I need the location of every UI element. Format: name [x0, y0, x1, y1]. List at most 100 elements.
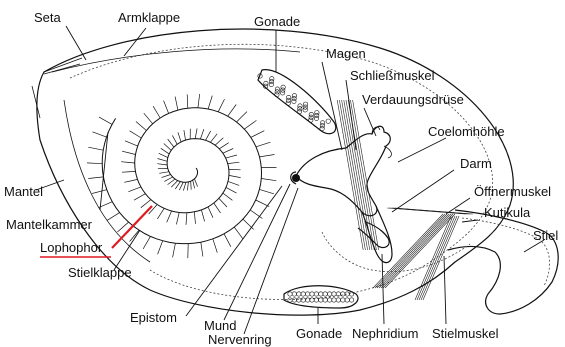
lophophor-tentacle [164, 177, 172, 181]
label-lophophor: Lophophor [40, 240, 103, 255]
lophophor-tentacle [201, 242, 203, 256]
lophophor-tentacle [228, 105, 237, 117]
lophophor-tentacle [215, 138, 223, 145]
stalk [448, 210, 558, 314]
lophophor-spiral-axis [102, 108, 261, 244]
mouth-dot [292, 174, 300, 182]
lophophor-tentacle [210, 134, 217, 143]
lophophor-tentacle [99, 117, 112, 124]
lophophor-tentacle [157, 208, 164, 219]
gonad-bottom-dot [349, 292, 353, 296]
lophophor-tentacle [179, 182, 183, 190]
lophophor-tentacle [124, 179, 137, 182]
label-gonade-bottom: Gonade [296, 326, 342, 341]
labels: Seta Armklappe Gonade Magen Schließmuske… [4, 10, 558, 347]
gonad-bottom-dot [314, 298, 318, 302]
leader-schliessmuskel [346, 80, 356, 150]
label-armklappe: Armklappe [118, 10, 180, 25]
lophophor-tentacle [178, 132, 181, 142]
lophophor-tentacle [195, 128, 197, 138]
gonad-bottom-dot [336, 298, 340, 302]
lophophor-tentacle [260, 155, 275, 157]
lophophor-tentacle [161, 148, 169, 154]
leader-coelomhoehle [398, 138, 446, 162]
lophophor-tentacle [186, 213, 187, 225]
lophophor-tentacle [164, 101, 169, 114]
stielmuskel-fiber [375, 214, 445, 288]
stomach [296, 126, 390, 216]
leader-magen [322, 62, 342, 150]
lophophor-tentacle [213, 239, 218, 253]
label-stiel: Stiel [533, 228, 558, 243]
lophophor-tentacle [183, 182, 186, 190]
label-stielklappe: Stielklappe [68, 265, 132, 280]
label-verdauungsdruese: Verdauungsdrüse [362, 92, 464, 107]
lophophor-tentacle [187, 182, 188, 191]
leader-lines [36, 26, 544, 334]
lophophor-tentacle [208, 96, 212, 109]
label-seta: Seta [34, 10, 62, 25]
gonad-bottom-dot [319, 298, 323, 302]
leader-stielmuskel [444, 256, 446, 324]
gonad-bottom-dot [288, 292, 292, 296]
lophophor-tentacle [168, 139, 174, 147]
lophophor-tentacle [122, 171, 135, 172]
lophophor-tentacle [200, 129, 204, 139]
lophophor-tentacle [214, 203, 221, 213]
label-gonade-top: Gonade [254, 14, 300, 29]
lophophor-tentacle [218, 99, 224, 112]
lophophor-tentacle [229, 175, 241, 177]
leader-seta [66, 26, 86, 60]
lophophor-tentacle [130, 230, 139, 241]
lophophor-tentacle [128, 187, 141, 192]
leader-nephridium [382, 254, 384, 324]
lophophor-tentacle [153, 106, 160, 118]
gonad-bottom-dot [323, 292, 327, 296]
lophophor-tentacle [87, 163, 102, 164]
gonad-top-dot [269, 82, 273, 86]
lophophor-tentacle [173, 243, 176, 257]
lophophor-tentacle [244, 120, 256, 129]
lophophor-tentacle [198, 94, 200, 108]
lophophor-tentacle [228, 181, 239, 185]
gonad-bottom-dot [323, 298, 327, 302]
gonad-bottom-dot [332, 298, 336, 302]
lophophor-tentacle [208, 207, 213, 218]
gonad-bottom-dot [341, 298, 345, 302]
stielmuskel-fiber [383, 214, 453, 288]
lophophor-tentacle [237, 112, 247, 122]
lophophor-tentacle [226, 187, 237, 193]
lophophor-tentacle [159, 153, 168, 157]
lophophor-tentacle [130, 131, 142, 138]
lophophor-tentacle [206, 131, 211, 140]
gonad-top-dot [280, 91, 284, 95]
lophophor-tentacle [250, 210, 262, 219]
gonad-bottom-dot [297, 298, 301, 302]
label-nervenring: Nervenring [208, 332, 272, 347]
lophophor-tentacle [187, 94, 188, 108]
lophophor-tentacle [158, 241, 163, 255]
lophophor-tentacle [226, 155, 237, 158]
label-epistom: Epistom [130, 310, 177, 325]
gonad-bottom-outline [284, 286, 358, 308]
label-stielmuskel: Stielmuskel [432, 326, 499, 341]
gonad-bottom-dot [341, 292, 345, 296]
lophophor-tentacle [136, 122, 147, 131]
gonad-bottom-dot [305, 298, 309, 302]
lophophor-tentacle [125, 141, 138, 146]
lophophor-tentacle [162, 175, 171, 178]
stielmuskel-fiber [379, 214, 449, 288]
gonad-bottom-dot [305, 292, 309, 296]
lophophor-tentacle [194, 179, 197, 187]
gonad-bottom-dot [301, 298, 305, 302]
gonad-bottom-dot [327, 292, 331, 296]
lophophor-tentacle [228, 162, 240, 163]
gonad-bottom-dot [310, 298, 314, 302]
lophophor-tentacle [88, 147, 103, 150]
gonad-top-dot [297, 109, 301, 113]
lophophor-tentacle [176, 213, 179, 225]
leader-verdauungsdruese [364, 108, 376, 136]
label-kutikula: Kutikula [484, 205, 531, 220]
lophophor-tentacle [143, 236, 150, 249]
